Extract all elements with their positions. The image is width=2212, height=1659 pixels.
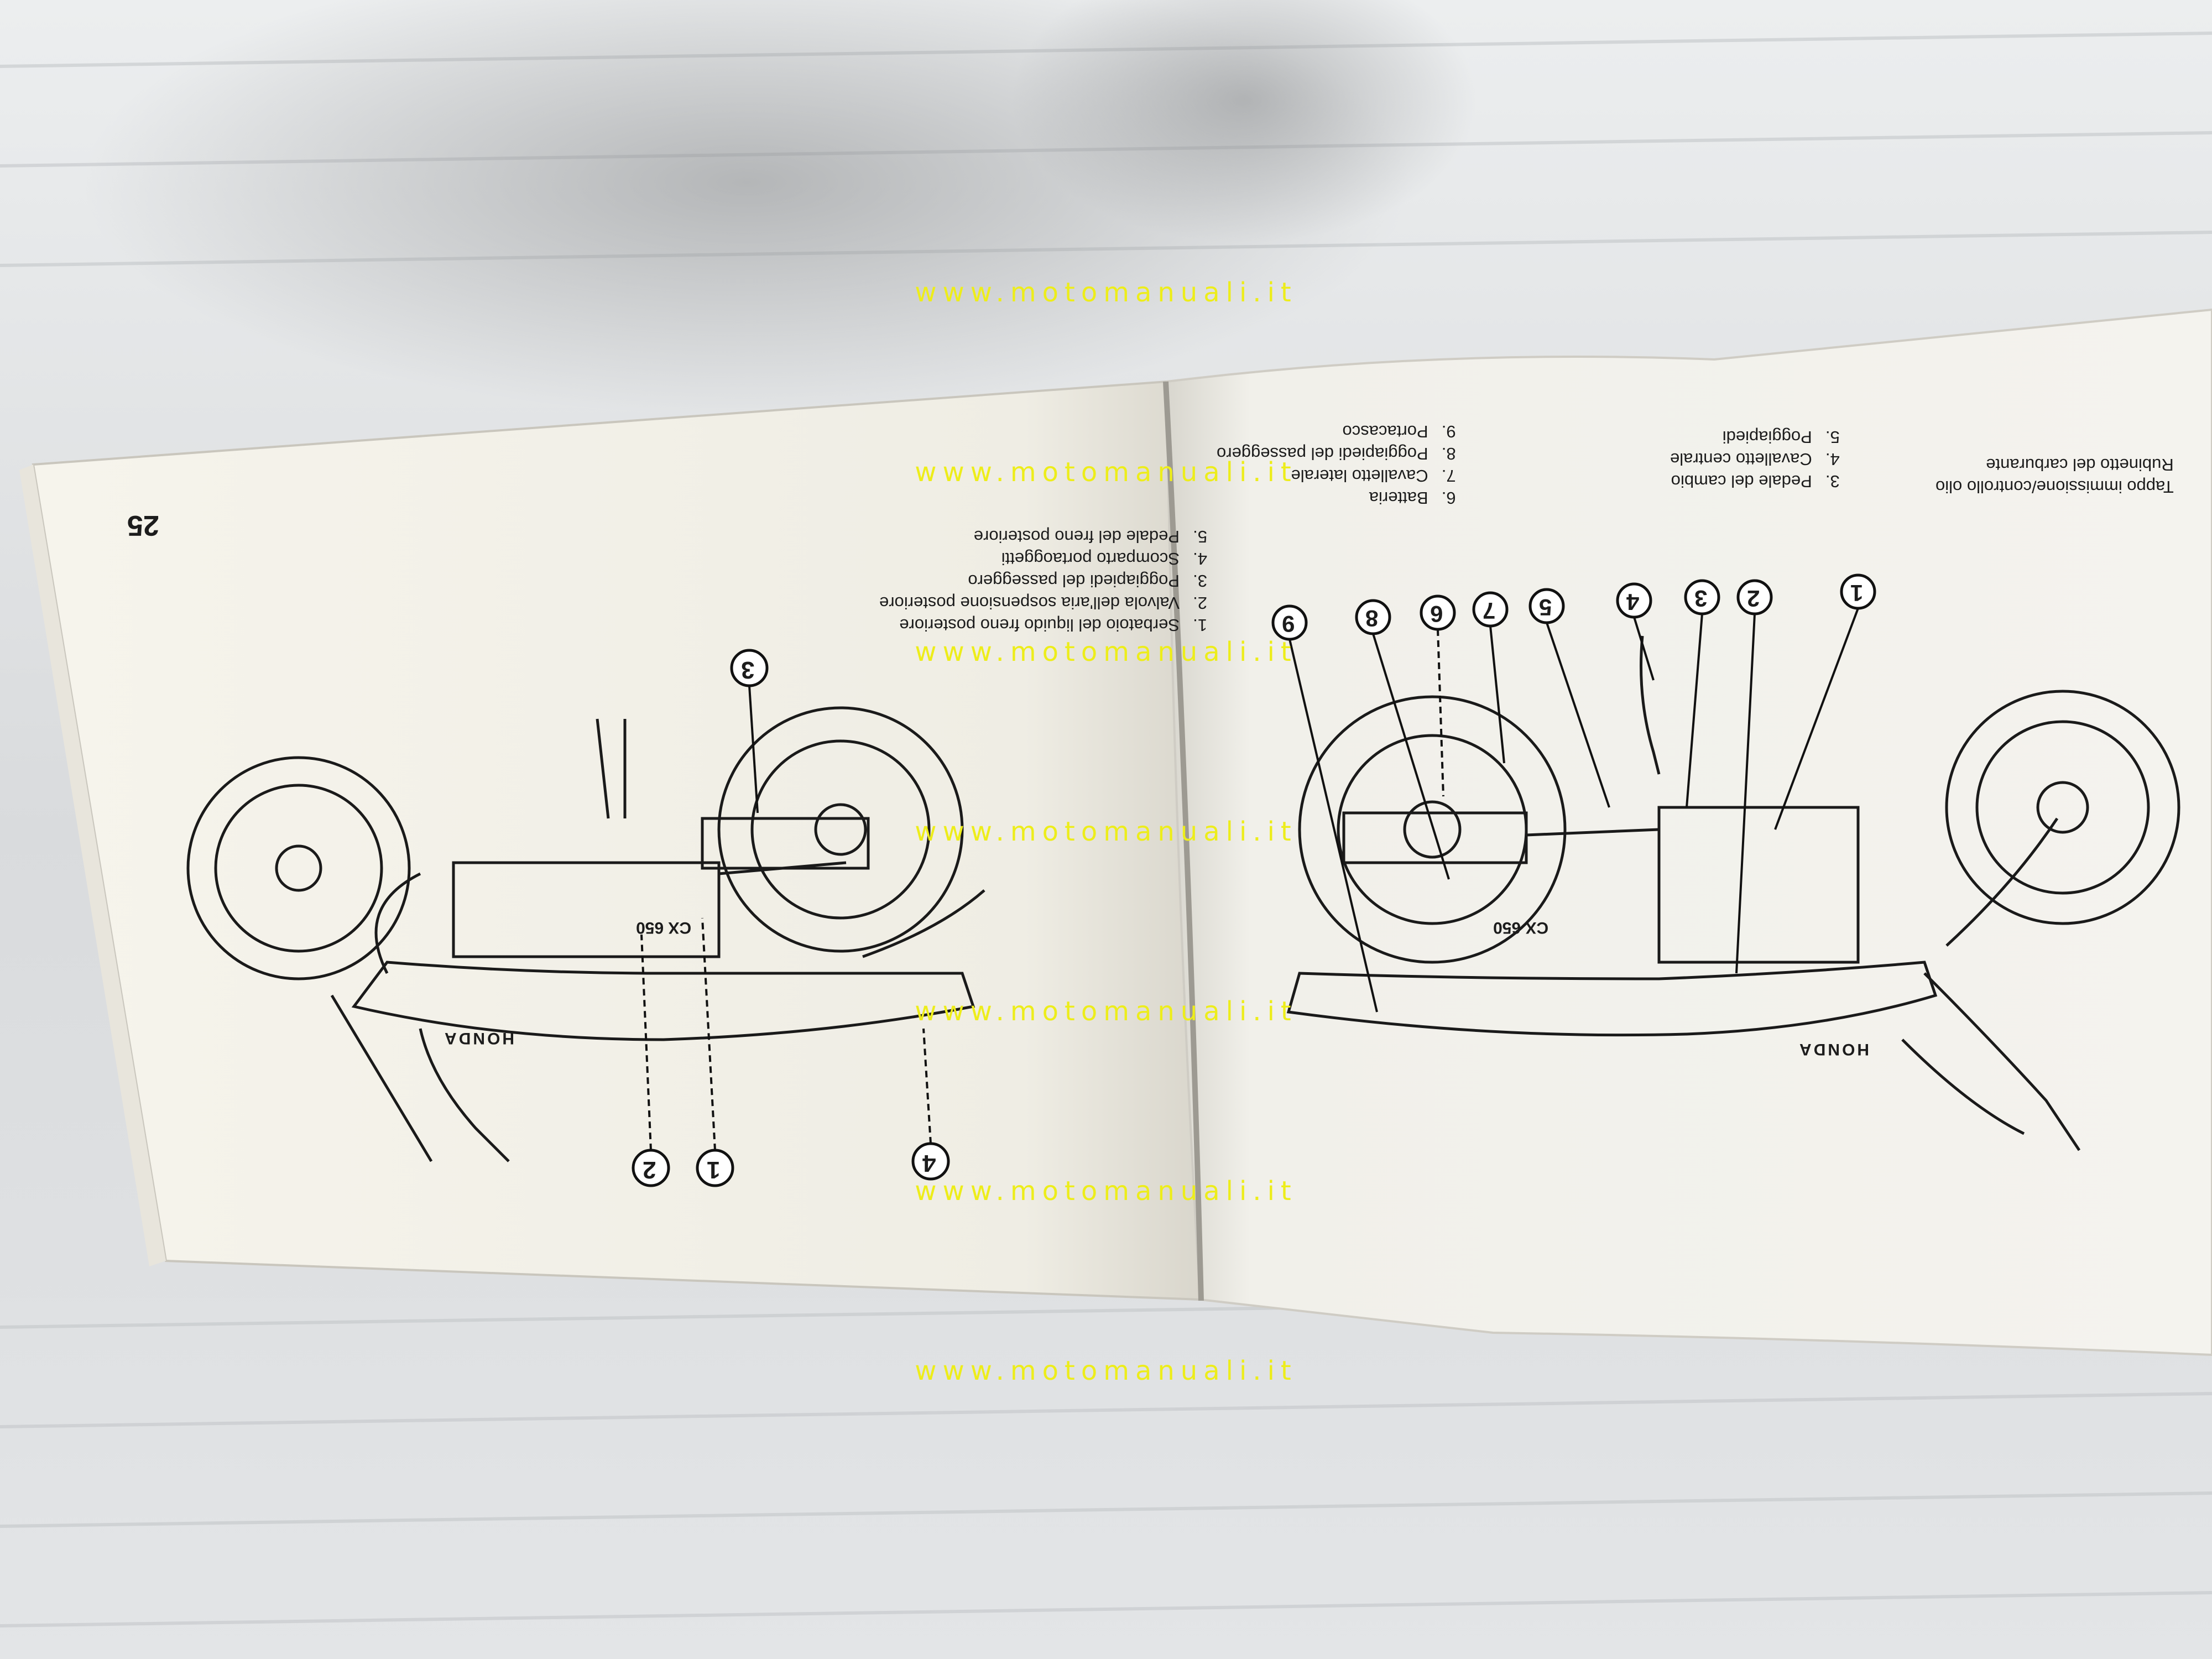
left-legend-item: 5.Pedale del freno posteriore <box>973 527 1207 546</box>
watermark: www.motomanuali.it <box>915 1355 1297 1386</box>
left-brand-text: HONDA <box>442 1029 514 1047</box>
right-callout-5 <box>1528 588 1610 808</box>
right-callout-num-4: 4 <box>1626 589 1640 615</box>
right-badge-text: CX 650 <box>1493 919 1549 937</box>
left-motorcycle-illustration <box>186 706 985 1162</box>
right-callout-num-9: 9 <box>1282 611 1295 637</box>
right-callout-num-8: 8 <box>1365 606 1379 632</box>
right-callout-4 <box>1616 582 1655 681</box>
page-number: 25 <box>127 509 159 541</box>
right-legend-item: 6.Batteria <box>1369 488 1456 508</box>
right-callout-num-5: 5 <box>1539 594 1552 620</box>
right-callout-2 <box>1735 579 1773 974</box>
right-callout-9 <box>1271 604 1378 1013</box>
left-callout-num-3: 3 <box>741 656 755 684</box>
left-callout-1 <box>696 917 734 1187</box>
left-wheel-rear <box>717 706 964 953</box>
left-page-edge <box>19 465 166 1266</box>
left-callout-num-4: 4 <box>922 1150 936 1177</box>
left-callout-2 <box>632 934 670 1187</box>
watermark: www.motomanuali.it <box>915 996 1297 1027</box>
right-callout-num-2: 2 <box>1747 586 1760 612</box>
right-legend-col1: Tappo immissione/controllo olio Rubinett… <box>1936 453 2174 498</box>
right-legend-item: Tappo immissione/controllo olio <box>1936 477 2174 497</box>
left-legend: 1.Serbatoio del liquido freno posteriore… <box>879 525 1207 636</box>
left-wheel-front <box>186 756 411 980</box>
watermark: www.motomanuali.it <box>915 1176 1297 1207</box>
right-legend-item: Rubinetto del carburante <box>1986 455 2174 474</box>
left-callout-4 <box>911 1028 950 1181</box>
right-callout-num-7: 7 <box>1483 598 1496 624</box>
right-legend-item: 3.Pedale del cambio <box>1671 472 1840 491</box>
watermark: www.motomanuali.it <box>915 816 1297 847</box>
right-callout-8 <box>1355 599 1450 880</box>
right-legend-item: 4.Cavalletto centrale <box>1670 450 1840 469</box>
right-wheel-front <box>1945 690 2180 925</box>
left-callout-num-1: 1 <box>707 1156 721 1183</box>
right-motorcycle-illustration <box>1286 635 2180 1151</box>
watermark: www.motomanuali.it <box>915 277 1297 308</box>
right-callout-7 <box>1472 591 1509 764</box>
right-page <box>1165 308 2212 1357</box>
left-legend-item: 2.Valvola dell'aria sospensione posterio… <box>879 593 1207 613</box>
right-callout-3 <box>1684 579 1720 808</box>
right-callout-num-3: 3 <box>1694 586 1708 612</box>
right-callout-num-1: 1 <box>1850 580 1864 606</box>
left-badge-text: CX 650 <box>636 919 692 937</box>
watermark: www.motomanuali.it <box>915 637 1297 667</box>
right-callout-num-6: 6 <box>1430 601 1443 627</box>
right-wheel-rear <box>1298 695 1567 964</box>
right-legend-item: 5.Poggiapiedi <box>1722 427 1840 447</box>
right-brand-text: HONDA <box>1797 1040 1869 1058</box>
right-callout-1 <box>1774 573 1876 830</box>
right-callout-6 <box>1420 594 1456 797</box>
camera-shadow-2 <box>1012 0 1477 243</box>
left-legend-item: 4.Scomparto portaoggetti <box>1001 549 1207 568</box>
left-legend-item: 3.Poggiapiedi del passeggero <box>968 571 1207 591</box>
left-callout-num-2: 2 <box>643 1156 656 1183</box>
left-callout-3 <box>730 649 769 813</box>
left-callouts <box>632 649 950 1187</box>
right-legend-item: 9.Portacasco <box>1342 422 1456 441</box>
right-legend-col2: 3.Pedale del cambio 4.Cavalletto central… <box>1670 426 1840 492</box>
watermark: www.motomanuali.it <box>915 457 1297 488</box>
right-callouts <box>1271 573 1876 1013</box>
left-legend-item: 1.Serbatoio del liquido freno posteriore <box>899 615 1207 635</box>
book-gutter <box>1163 381 1204 1301</box>
